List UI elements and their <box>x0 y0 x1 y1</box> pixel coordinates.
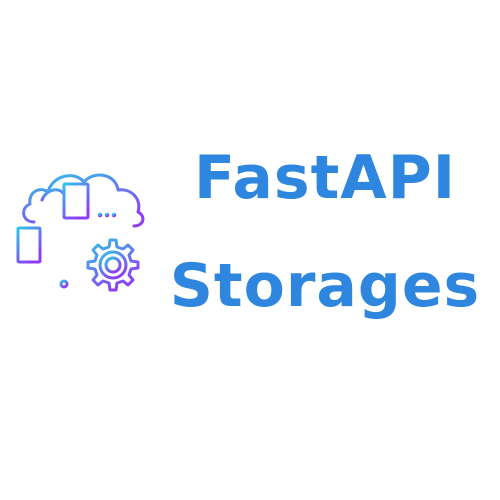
cloud-storage-gear-icon <box>12 160 157 305</box>
title-line-storages: Storages <box>169 251 481 321</box>
title-line-fastapi: FastAPI <box>193 143 457 213</box>
